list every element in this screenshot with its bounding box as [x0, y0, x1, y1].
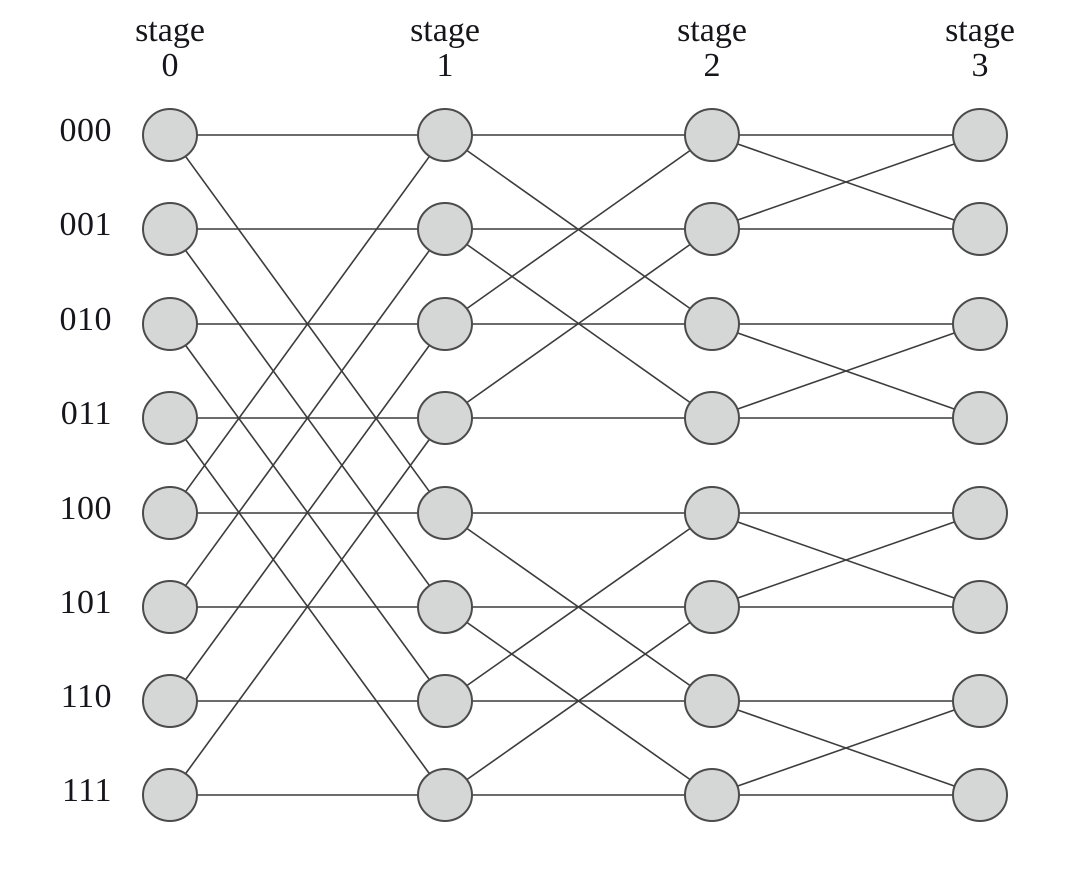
switch-node-stage1-row110[interactable]	[417, 674, 473, 728]
row-label-100: 100	[59, 490, 112, 527]
switch-node-stage2-row010[interactable]	[684, 297, 740, 351]
switch-node-stage3-row100[interactable]	[952, 486, 1008, 540]
switch-node-stage0-row110[interactable]	[142, 674, 198, 728]
switch-node-stage1-row100[interactable]	[417, 486, 473, 540]
switch-node-stage2-row001[interactable]	[684, 202, 740, 256]
switch-node-stage2-row110[interactable]	[684, 674, 740, 728]
edge-s1r3-s2r1	[466, 243, 691, 404]
switch-node-stage1-row111[interactable]	[417, 768, 473, 822]
switch-node-stage2-row111[interactable]	[684, 768, 740, 822]
row-label-011: 011	[60, 395, 112, 432]
row-label-101: 101	[59, 584, 112, 621]
stage-word-2: stage	[677, 12, 747, 49]
switch-node-stage0-row101[interactable]	[142, 580, 198, 634]
row-label-001: 001	[59, 206, 112, 243]
switch-node-stage1-row011[interactable]	[417, 391, 473, 445]
row-label-111: 111	[62, 772, 112, 809]
switch-node-stage3-row110[interactable]	[952, 674, 1008, 728]
stage-number-2: 2	[703, 46, 721, 84]
switch-node-stage2-row101[interactable]	[684, 580, 740, 634]
switch-node-stage1-row010[interactable]	[417, 297, 473, 351]
switch-node-stage3-row101[interactable]	[952, 580, 1008, 634]
stage-number-0: 0	[161, 46, 179, 84]
switch-node-stage2-row100[interactable]	[684, 486, 740, 540]
stage-word-0: stage	[135, 12, 205, 49]
switch-node-stage1-row000[interactable]	[417, 108, 473, 162]
stage-header-1: stage 1	[355, 12, 535, 84]
stage-number-1: 1	[436, 46, 454, 84]
nodes-layer	[142, 108, 1008, 822]
switch-node-stage0-row011[interactable]	[142, 391, 198, 445]
switch-node-stage0-row000[interactable]	[142, 108, 198, 162]
edge-s1r6-s2r4	[466, 527, 691, 687]
switch-node-stage3-row000[interactable]	[952, 108, 1008, 162]
switch-node-stage2-row000[interactable]	[684, 108, 740, 162]
switch-node-stage3-row010[interactable]	[952, 297, 1008, 351]
switch-node-stage0-row111[interactable]	[142, 768, 198, 822]
row-label-110: 110	[60, 678, 112, 715]
stage-number-3: 3	[971, 46, 989, 84]
stage-word-1: stage	[410, 12, 480, 49]
edge-s1r2-s2r0	[466, 149, 691, 310]
edge-s2r1-s3r0	[737, 143, 955, 221]
switch-node-stage3-row011[interactable]	[952, 391, 1008, 445]
stage-header-3: stage 3	[890, 12, 1070, 84]
edge-s0r4-s1r0	[184, 155, 431, 493]
switch-node-stage1-row101[interactable]	[417, 580, 473, 634]
switch-node-stage1-row001[interactable]	[417, 202, 473, 256]
edge-s2r5-s3r4	[737, 521, 955, 599]
edge-s2r7-s3r6	[737, 709, 955, 787]
switch-node-stage3-row111[interactable]	[952, 768, 1008, 822]
edge-s2r3-s3r2	[737, 332, 955, 410]
stage-word-3: stage	[945, 12, 1015, 49]
edge-s1r7-s2r5	[466, 621, 691, 781]
edges-layer	[184, 134, 955, 796]
switch-node-stage0-row001[interactable]	[142, 202, 198, 256]
switch-node-stage3-row001[interactable]	[952, 202, 1008, 256]
switch-node-stage0-row100[interactable]	[142, 486, 198, 540]
stage-header-0: stage 0	[80, 12, 260, 84]
row-label-010: 010	[59, 301, 112, 338]
edge-s0r6-s1r2	[184, 344, 431, 681]
stage-header-2: stage 2	[622, 12, 802, 84]
switch-node-stage0-row010[interactable]	[142, 297, 198, 351]
switch-node-stage2-row011[interactable]	[684, 391, 740, 445]
row-label-000: 000	[59, 112, 112, 149]
edge-s0r7-s1r3	[184, 438, 431, 775]
edge-s0r5-s1r1	[184, 249, 431, 587]
